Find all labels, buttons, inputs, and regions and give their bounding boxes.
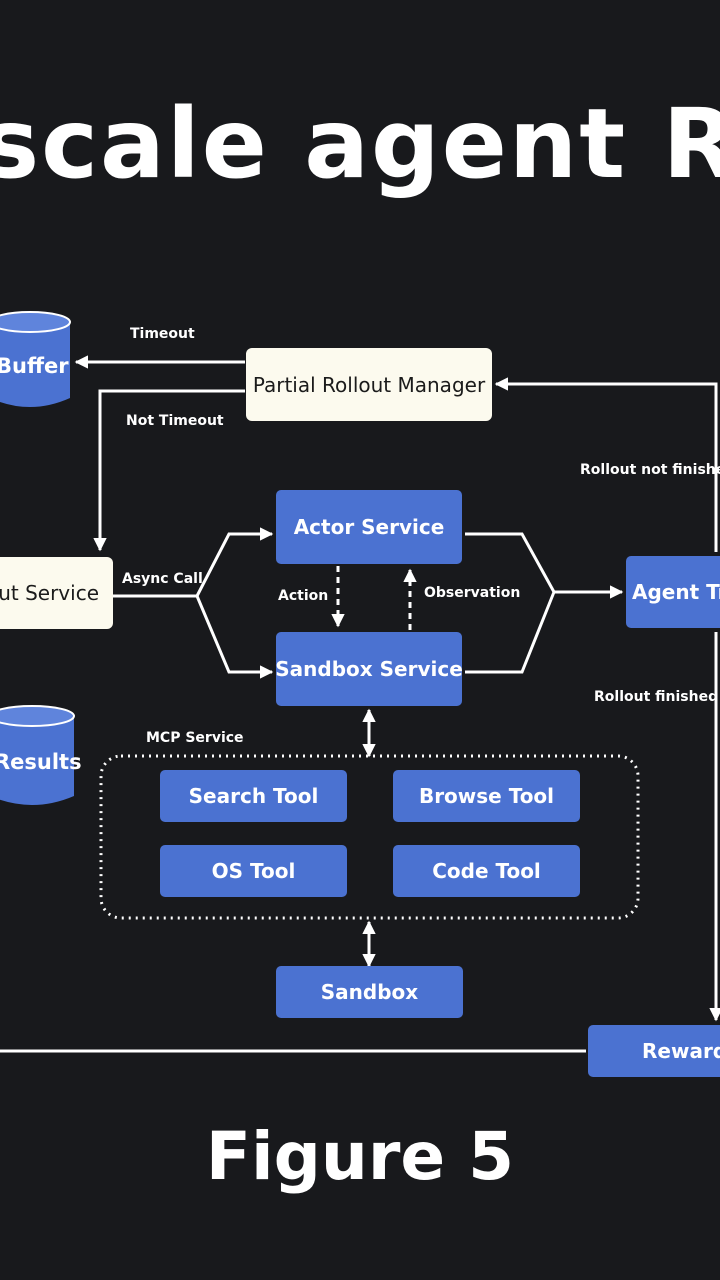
rollout-not-finished-label: Rollout not finished xyxy=(580,462,720,478)
mcp-service-container xyxy=(99,754,640,920)
rollout-finished-label: Rollout finished xyxy=(594,689,719,705)
rollout-service-node: ut Service xyxy=(0,557,113,629)
not-timeout-arrow xyxy=(93,389,245,552)
async-to-actor-arrow xyxy=(195,527,274,597)
mcp-service-label: MCP Service xyxy=(146,730,244,746)
async-call-label: Async Call xyxy=(122,571,203,587)
buffer-cylinder-shape xyxy=(0,311,71,407)
not-timeout-label: Not Timeout xyxy=(126,413,224,429)
sandbox-to-merge-line xyxy=(465,591,556,674)
sandbox-service-node: Sandbox Service xyxy=(275,632,463,706)
os-tool-node: OS Tool xyxy=(160,845,347,897)
reward-node: Reward xyxy=(588,1025,720,1077)
results-cylinder-shape xyxy=(0,705,75,805)
actor-service-node: Actor Service xyxy=(276,490,462,564)
timeout-label: Timeout xyxy=(130,326,195,342)
rollout-not-finished-arrow xyxy=(494,377,718,552)
browse-tool-node: Browse Tool xyxy=(393,770,580,822)
observation-label: Observation xyxy=(424,585,521,601)
partial-rollout-manager-node: Partial Rollout Manager xyxy=(246,348,492,421)
page-title: scale agent RL i xyxy=(0,88,720,200)
search-tool-node: Search Tool xyxy=(160,770,347,822)
sandbox-node: Sandbox xyxy=(276,966,463,1018)
action-label: Action xyxy=(278,588,329,604)
results-label: Results xyxy=(0,750,82,774)
actor-to-merge-line xyxy=(465,532,556,593)
agent-trainer-node: Agent Tr xyxy=(626,556,720,628)
buffer-label: Buffer xyxy=(0,354,69,378)
figure-caption: Figure 5 xyxy=(205,1118,515,1195)
code-tool-node: Code Tool xyxy=(393,845,580,897)
async-to-sandbox-arrow xyxy=(195,595,274,679)
